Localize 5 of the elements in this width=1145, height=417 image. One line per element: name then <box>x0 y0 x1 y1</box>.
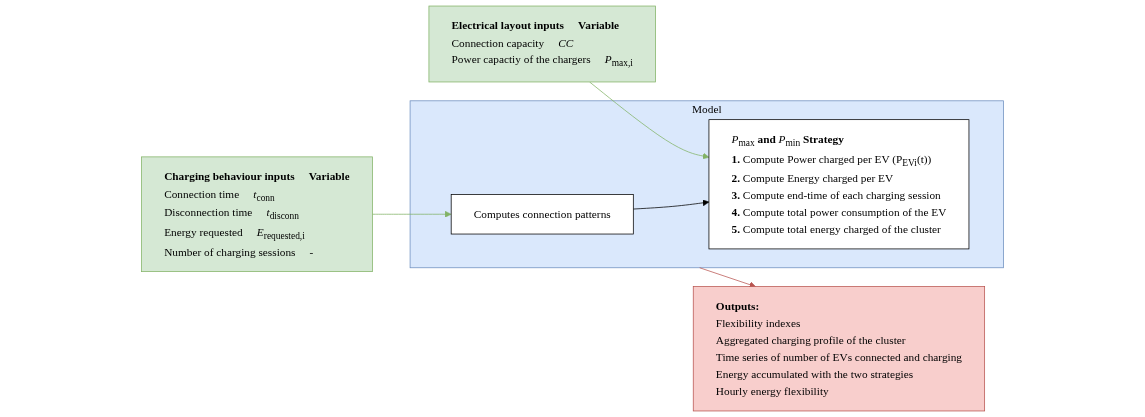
node-box: Outputs: Flexibility indexes Aggregated charging profile of the cluster Time series of number of EVs connected and charging Energy accumulated with the two strategies Hourly energy flexibility <box>692 286 985 412</box>
node-box: Electrical layout inputs Variable Connection capacity CC Power capactiy of the chargers P$_{max,i}$ <box>428 5 656 83</box>
node-box: P$_{max}$ and P$_{min}$ Strategy 1. Compute Power charged per EV (P$_{EVi}$(t)) 2. Compute Energy charged per EV 3. Compute end-time of each charging session 4. Compute total power consumption of the EV 5. Compute total energy charged of the cluster <box>708 119 970 250</box>
node-box: Computes connection patterns <box>450 194 634 235</box>
node-box: Charging behaviour inputs Variable Connection time t$_{conn}$ Disconnection time t$_{disconn}$ Energy requested E$_{requested,i}$ Number of charging sessions - <box>141 156 373 272</box>
